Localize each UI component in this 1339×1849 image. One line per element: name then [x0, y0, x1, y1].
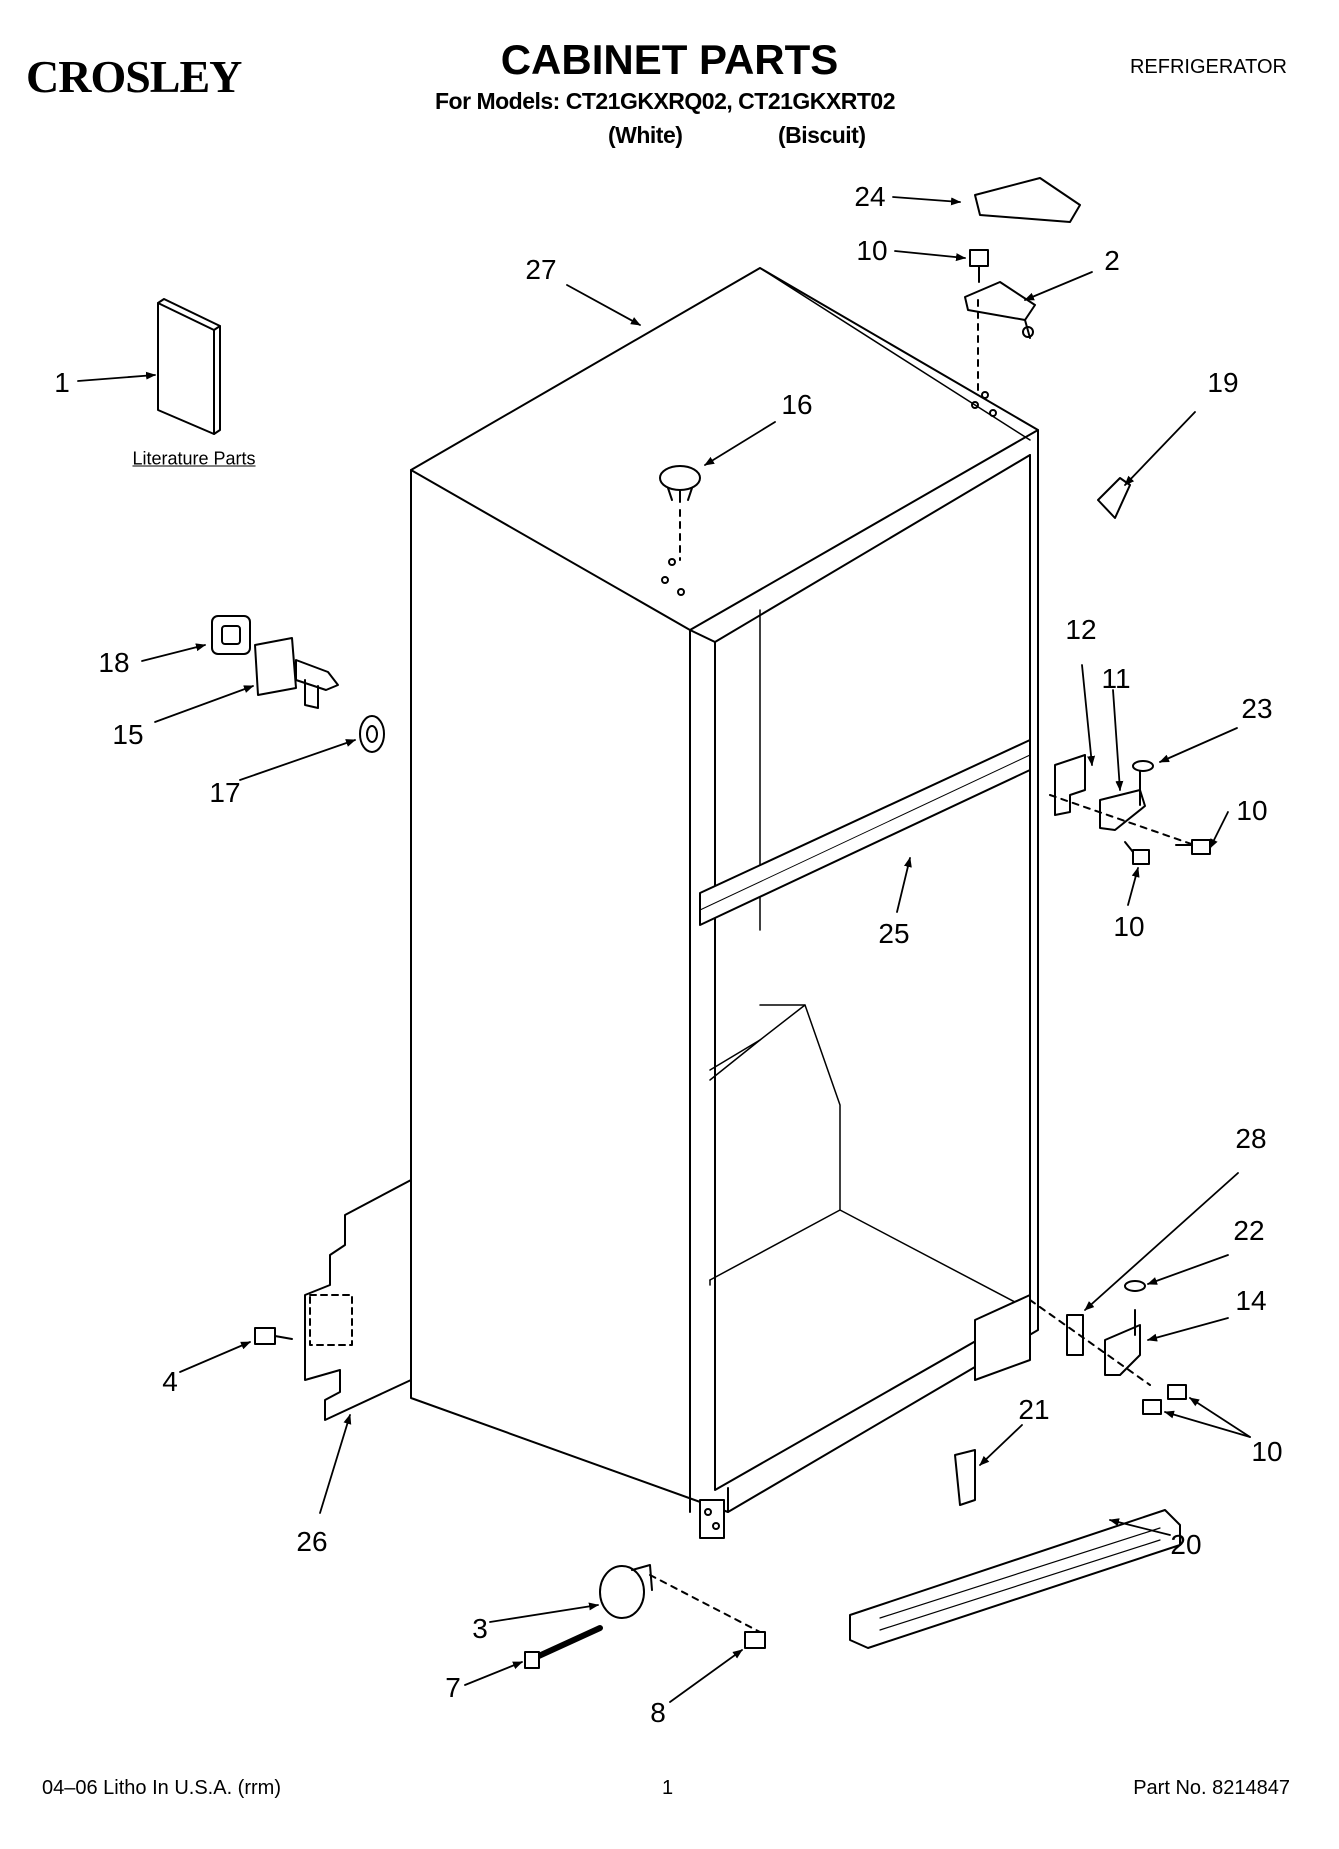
- callout-23: 23: [1241, 693, 1273, 724]
- callout-15: 15: [112, 719, 144, 750]
- callout-10-hinge-below: 10: [1113, 911, 1145, 942]
- footer-page-number: 1: [662, 1777, 674, 1799]
- callout-2: 2: [1104, 245, 1120, 276]
- brand-logo: CROSLEY: [26, 51, 242, 102]
- literature-parts-label: Literature Parts: [132, 448, 256, 469]
- callout-4: 4: [162, 1366, 178, 1397]
- footer-litho: 04–06 Litho In U.S.A. (rrm): [42, 1777, 281, 1799]
- color-white: (White): [608, 122, 683, 148]
- callout-11: 11: [1101, 663, 1131, 694]
- callout-leaders: [77, 196, 1251, 1703]
- literature-booklet: [157, 298, 221, 435]
- callout-1: 1: [54, 367, 70, 398]
- appliance-category: REFRIGERATOR: [1129, 56, 1287, 78]
- callout-10-bottom: 10: [1251, 1436, 1283, 1467]
- callout-7: 7: [445, 1672, 461, 1703]
- callout-28: 28: [1235, 1123, 1267, 1154]
- callout-24: 24: [854, 181, 886, 212]
- callout-22: 22: [1233, 1215, 1265, 1246]
- footer-part-number: Part No. 8214847: [1133, 1777, 1290, 1799]
- page-title: CABINET PARTS: [500, 36, 839, 83]
- callout-8: 8: [650, 1697, 666, 1728]
- callout-20: 20: [1170, 1529, 1202, 1560]
- callout-16: 16: [781, 389, 813, 420]
- callout-27: 27: [525, 254, 557, 285]
- callout-25: 25: [878, 918, 910, 949]
- refrigerator-cabinet: [410, 267, 1039, 1539]
- callout-21: 21: [1018, 1394, 1050, 1425]
- models-line: For Models: CT21GKXRQ02, CT21GKXRT02: [435, 88, 896, 114]
- callout-12: 12: [1065, 614, 1097, 645]
- callout-14: 14: [1235, 1285, 1267, 1316]
- callout-17: 17: [209, 777, 241, 808]
- parts-hardware: [211, 177, 1211, 1669]
- callout-19: 19: [1207, 367, 1239, 398]
- callout-18: 18: [98, 647, 130, 678]
- callout-10-hinge-right: 10: [1236, 795, 1268, 826]
- callout-10-top: 10: [856, 235, 888, 266]
- callout-26: 26: [296, 1526, 328, 1557]
- color-biscuit: (Biscuit): [778, 122, 866, 148]
- rear-bracket-26: [304, 1179, 412, 1421]
- callout-3: 3: [472, 1613, 488, 1644]
